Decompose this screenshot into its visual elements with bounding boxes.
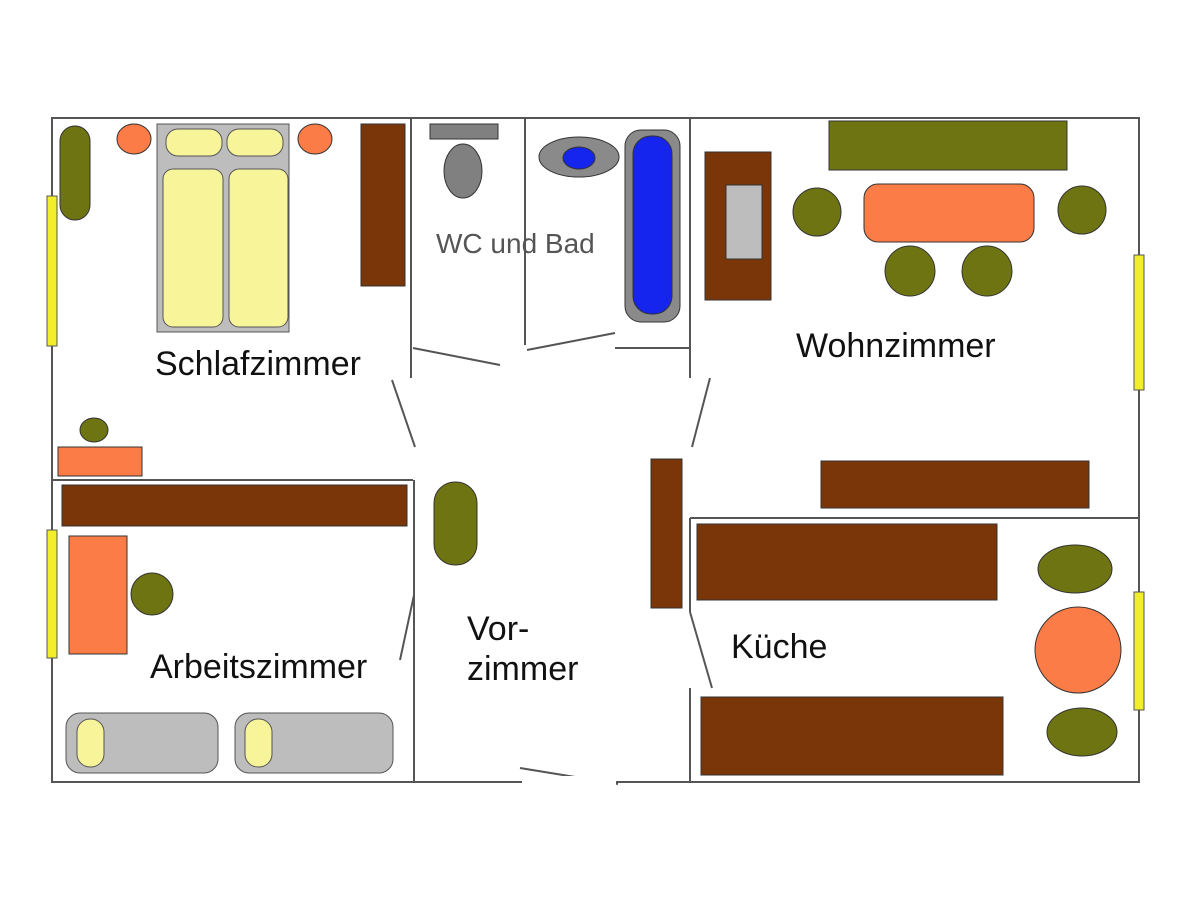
chair-living-left: [792, 187, 842, 237]
door-wc: [412, 347, 501, 366]
room-label-kueche: Küche: [731, 628, 827, 666]
entrance-gap: [522, 776, 616, 786]
room-label-schlafzimmer: Schlafzimmer: [155, 345, 361, 383]
window-bedroom: [46, 195, 58, 347]
sofa-living: [820, 460, 1090, 509]
door-living: [691, 377, 711, 448]
room-label-vorzimmer-2: zimmer: [467, 650, 578, 688]
guest-pillow-left: [76, 718, 105, 768]
plant-hall: [433, 481, 478, 566]
shelf-study: [61, 484, 408, 527]
door-bedroom: [391, 379, 416, 448]
dining-table: [863, 183, 1035, 243]
window-living: [1133, 254, 1145, 391]
bedroom-furniture: [57, 123, 406, 477]
room-label-wc-und-bad: WC und Bad: [436, 228, 595, 259]
stool-bedroom: [79, 417, 109, 443]
mattress-left: [162, 168, 224, 328]
kitchen-furniture: [696, 523, 1122, 776]
window-study: [46, 529, 58, 659]
door-bath: [526, 332, 616, 351]
counter-kitchen-top: [696, 523, 998, 601]
bathtub-water: [632, 135, 673, 315]
chair-living-right: [1057, 185, 1107, 235]
bathroom-furniture: [429, 123, 681, 323]
table-kitchen: [1034, 606, 1122, 694]
counter-kitchen-bottom: [700, 696, 1004, 776]
desk-study: [68, 535, 128, 655]
nightstand-left: [116, 123, 152, 155]
room-label-arbeitszimmer: Arbeitszimmer: [150, 648, 367, 686]
window-kitchen: [1133, 591, 1145, 711]
pillow-left: [165, 128, 223, 157]
dresser-bedroom: [57, 446, 143, 477]
study-furniture: [61, 484, 408, 774]
chair-living-bottom-right: [961, 245, 1013, 297]
guest-bed-left: [65, 712, 219, 774]
door-kitchen: [689, 611, 713, 689]
tv-screen: [725, 184, 763, 260]
mattress-right: [228, 168, 289, 328]
chair-kitchen-top: [1037, 544, 1113, 594]
sink-basin: [562, 146, 596, 170]
toilet-bowl: [443, 143, 483, 199]
room-label-wohnzimmer: Wohnzimmer: [796, 327, 996, 365]
pillow-right: [226, 128, 284, 157]
chair-living-bottom-left: [884, 245, 936, 297]
chair-study: [130, 572, 174, 616]
chair-kitchen-bottom: [1046, 707, 1118, 757]
wardrobe-bedroom: [360, 123, 406, 287]
plant-bedroom: [59, 125, 91, 221]
guest-bed-right: [234, 712, 394, 774]
hall-furniture: [433, 458, 683, 609]
wardrobe-hall: [650, 458, 683, 609]
toilet-tank: [429, 123, 499, 140]
living-furniture: [704, 120, 1107, 509]
nightstand-right: [297, 123, 333, 155]
room-label-vorzimmer-1: Vor-: [467, 610, 529, 648]
windows: [46, 195, 1145, 711]
guest-pillow-right: [244, 718, 273, 768]
sideboard-living: [828, 120, 1068, 171]
door-study: [399, 594, 415, 661]
